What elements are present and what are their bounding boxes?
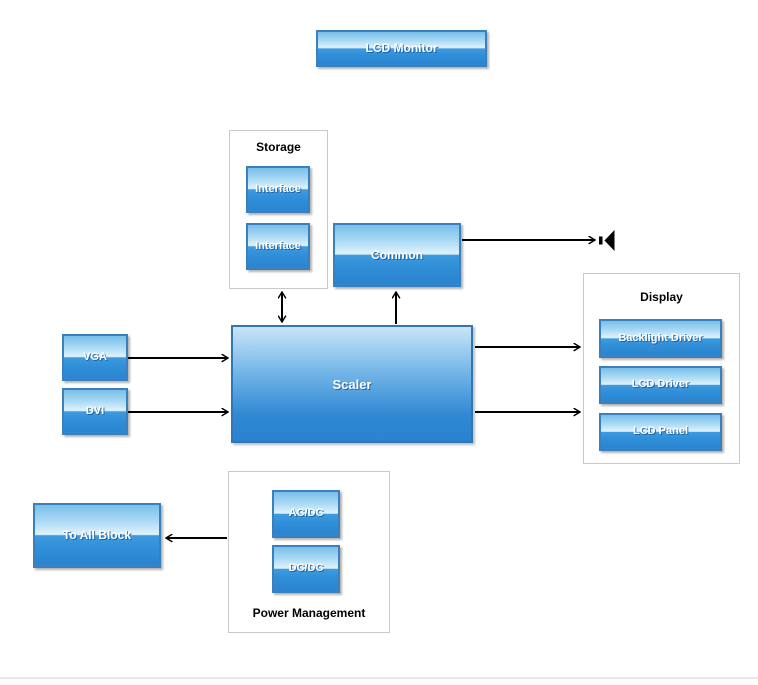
block-to-all-block[interactable]: To All Block bbox=[33, 503, 161, 568]
block-storage-interface-2-label: Interface bbox=[255, 239, 301, 252]
block-scaler-label: Scaler bbox=[332, 376, 372, 392]
block-lcd-driver[interactable]: LCD Driver bbox=[599, 366, 722, 404]
block-vga[interactable]: VGA bbox=[62, 334, 128, 381]
block-acdc[interactable]: AC/DC bbox=[272, 490, 340, 538]
block-lcd-panel-label: LCD Panel bbox=[632, 425, 688, 438]
block-acdc-label: AC/DC bbox=[288, 507, 324, 520]
block-storage-interface-1-label: Interface bbox=[255, 182, 301, 195]
block-to-all-block-label: To All Block bbox=[62, 528, 131, 542]
group-power-management-label: Power Management bbox=[252, 606, 366, 620]
footer-divider bbox=[0, 677, 758, 685]
group-display-label: Display bbox=[640, 290, 683, 304]
group-storage-label: Storage bbox=[256, 140, 301, 154]
block-storage-interface-2[interactable]: Interface bbox=[246, 223, 310, 270]
block-dcdc[interactable]: DC/DC bbox=[272, 545, 340, 593]
speaker-icon bbox=[599, 230, 615, 251]
block-backlight-driver-label: Backlight Driver bbox=[618, 331, 703, 344]
block-common-label: Common bbox=[371, 247, 423, 262]
block-dvi-label: DVI bbox=[85, 404, 105, 417]
block-lcd-monitor[interactable]: LCD Monitor bbox=[316, 30, 487, 67]
block-lcd-driver-label: LCD Driver bbox=[631, 378, 690, 391]
block-lcd-monitor-label: LCD Monitor bbox=[365, 41, 438, 55]
block-dvi[interactable]: DVI bbox=[62, 388, 128, 435]
block-backlight-driver[interactable]: Backlight Driver bbox=[599, 319, 722, 358]
block-scaler[interactable]: Scaler bbox=[231, 325, 473, 443]
block-common[interactable]: Common bbox=[333, 223, 461, 287]
block-storage-interface-1[interactable]: Interface bbox=[246, 166, 310, 213]
block-lcd-panel[interactable]: LCD Panel bbox=[599, 413, 722, 451]
block-dcdc-label: DC/DC bbox=[288, 562, 324, 575]
block-vga-label: VGA bbox=[83, 350, 107, 363]
